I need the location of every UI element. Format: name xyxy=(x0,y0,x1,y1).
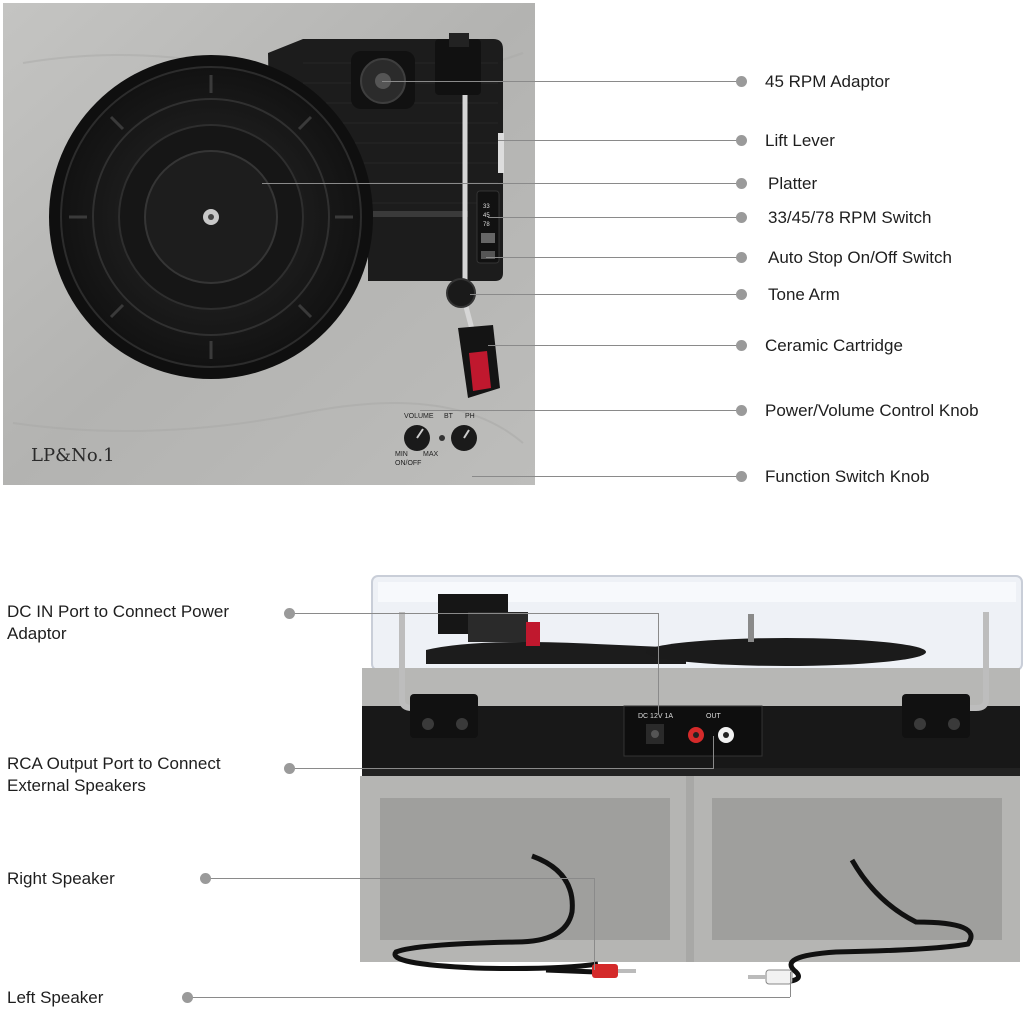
callout-dot xyxy=(200,873,211,884)
callout-ceramic-cartridge: Ceramic Cartridge xyxy=(765,336,903,355)
callout-dot xyxy=(736,471,747,482)
callout-left-speaker: Left Speaker xyxy=(7,988,104,1007)
hinge-right xyxy=(902,612,989,738)
speaker-stand xyxy=(360,776,1020,962)
counterweight xyxy=(435,39,481,95)
callout-platter: Platter xyxy=(768,174,818,193)
right-speaker-cubby xyxy=(380,798,670,940)
leader-line xyxy=(658,613,659,713)
45-rpm-adaptor xyxy=(351,51,415,109)
leader-line xyxy=(262,183,742,184)
leader-line xyxy=(488,345,742,346)
cable-right xyxy=(392,853,599,971)
callout-dot xyxy=(284,608,295,619)
lift-lever xyxy=(498,133,504,173)
leader-line xyxy=(713,736,714,768)
svg-text:VOLUME: VOLUME xyxy=(404,413,434,420)
callout-dot xyxy=(736,212,747,223)
leader-line xyxy=(472,476,742,477)
rca-white-plug xyxy=(765,969,793,985)
svg-text:DC 12V 1A: DC 12V 1A xyxy=(638,713,673,720)
callout-45-rpm-adaptor: 45 RPM Adaptor xyxy=(765,72,890,91)
brand-logo: LP&No.1 xyxy=(31,445,115,466)
leader-line xyxy=(594,878,595,970)
leader-line xyxy=(210,878,594,879)
platter-rear xyxy=(646,638,926,666)
svg-text:MAX: MAX xyxy=(423,451,439,458)
callout-dot xyxy=(182,992,193,1003)
cable-left xyxy=(775,858,974,985)
hinge-left xyxy=(399,612,478,738)
callout-dot xyxy=(736,340,747,351)
callout-rpm-switch: 33/45/78 RPM Switch xyxy=(768,208,932,227)
knob-area: VOLUME BT PH MIN MAX ON/OFF xyxy=(395,413,477,467)
leader-line xyxy=(790,972,791,997)
leader-line xyxy=(498,140,742,141)
ceramic-cartridge xyxy=(458,325,500,398)
svg-text:78: 78 xyxy=(483,222,490,228)
callout-dot xyxy=(736,289,747,300)
leader-line xyxy=(294,613,658,614)
svg-text:33: 33 xyxy=(483,204,490,210)
svg-text:ON/OFF: ON/OFF xyxy=(395,460,421,467)
callout-lift-lever: Lift Lever xyxy=(765,131,835,150)
rear-view-image: DC 12V 1A OUT xyxy=(356,572,1024,1008)
callout-function-switch-knob: Function Switch Knob xyxy=(765,467,930,486)
callout-dot xyxy=(736,252,747,263)
leader-line xyxy=(470,294,742,295)
platter xyxy=(49,55,373,379)
callout-dot xyxy=(284,763,295,774)
leader-line xyxy=(486,257,742,258)
turntable-top-illustration: 33 45 78 VOLUME BT PH xyxy=(3,3,535,485)
callout-dot xyxy=(736,178,747,189)
svg-text:BT: BT xyxy=(444,413,454,420)
callout-dot xyxy=(736,135,747,146)
callout-dc-in-port: DC IN Port to Connect Power Adaptor xyxy=(7,602,230,643)
slot xyxy=(373,211,468,217)
callout-power-volume-knob: Power/Volume Control Knob xyxy=(765,401,979,420)
svg-text:45: 45 xyxy=(483,213,490,219)
callout-rca-output-port: RCA Output Port to Connect External Spea… xyxy=(7,754,221,795)
svg-text:PH: PH xyxy=(465,413,475,420)
svg-text:OUT: OUT xyxy=(706,713,722,720)
callout-dot xyxy=(736,76,747,87)
leader-line xyxy=(488,217,742,218)
callout-auto-stop-switch: Auto Stop On/Off Switch xyxy=(768,248,952,267)
rca-red-plug xyxy=(592,964,618,978)
turntable-rear-illustration: DC 12V 1A OUT xyxy=(360,575,1023,985)
top-view-image: 33 45 78 VOLUME BT PH xyxy=(3,3,535,485)
callout-dot xyxy=(736,405,747,416)
leader-line xyxy=(192,997,790,998)
svg-text:MIN: MIN xyxy=(395,451,408,458)
leader-line xyxy=(420,410,742,411)
port-panel: DC 12V 1A OUT xyxy=(623,705,763,757)
leader-line xyxy=(382,81,742,82)
callout-right-speaker: Right Speaker xyxy=(7,869,115,888)
rpm-switch: 33 45 78 xyxy=(476,190,500,264)
leader-line xyxy=(294,768,714,769)
callout-tone-arm: Tone Arm xyxy=(768,285,840,304)
